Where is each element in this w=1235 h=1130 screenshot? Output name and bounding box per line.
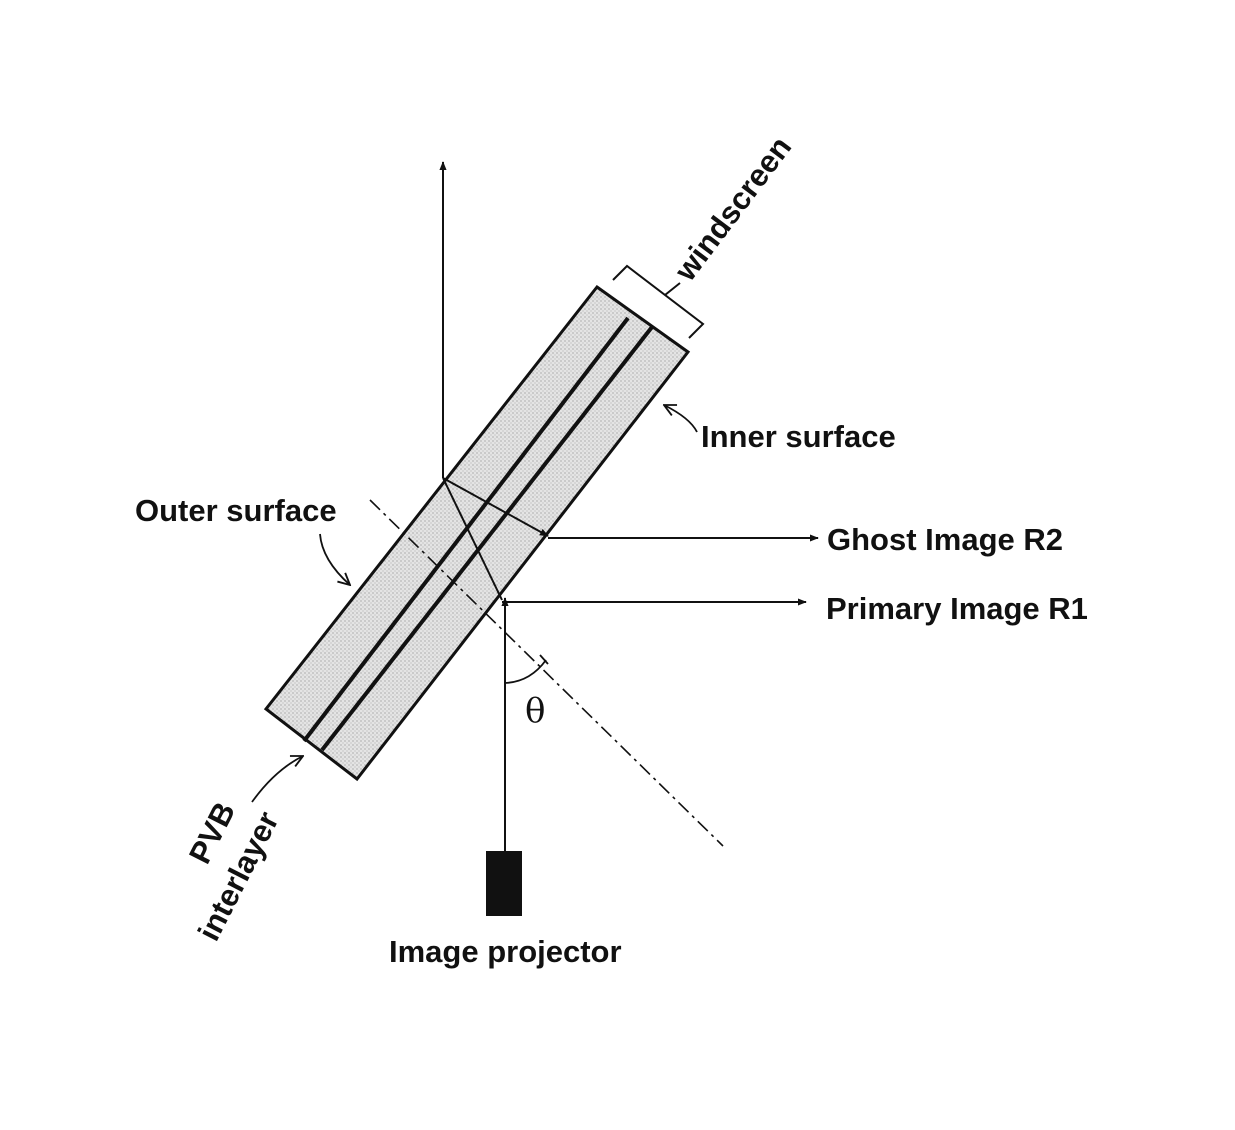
ghost-image-label: Ghost Image R2 [827,522,1063,557]
windscreen-label: windscreen [667,130,798,288]
pvb-interlayer-line-outer [304,318,628,741]
inner-surface-leader [664,405,697,432]
angle-arc [505,660,546,683]
primary-image-label: Primary Image R1 [826,591,1088,626]
pvb-interlayer-leader [252,756,303,802]
angle-theta-label: θ [525,691,545,731]
outer-surface-leader [320,534,350,585]
image-projector-label: Image projector [389,934,622,969]
projector-block-icon [486,851,522,916]
inner-surface-label: Inner surface [701,419,896,454]
outer-surface-label: Outer surface [135,493,337,528]
